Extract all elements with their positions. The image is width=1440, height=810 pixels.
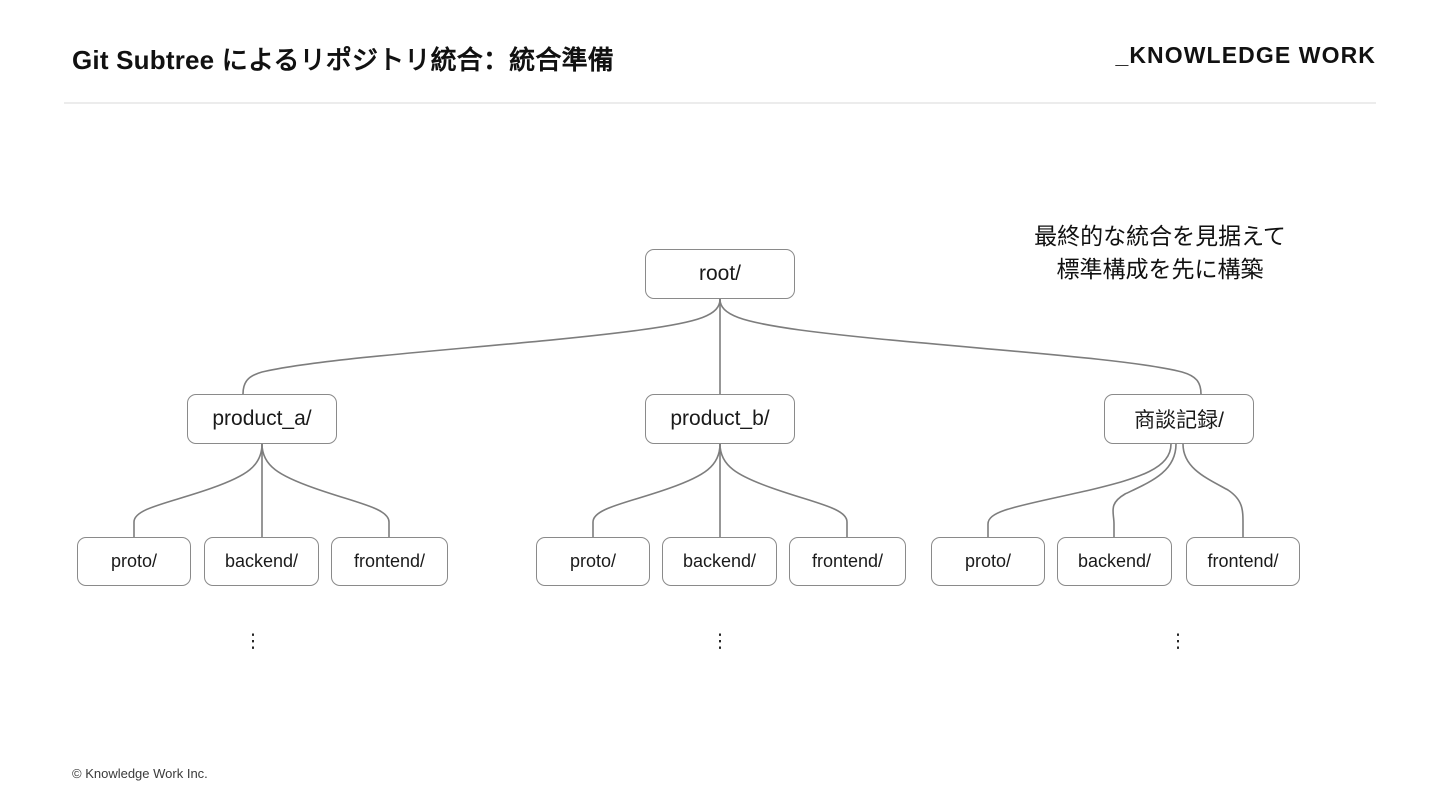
- tree-node-product-b-proto[interactable]: proto/: [536, 537, 650, 586]
- connector-shodan-to-frontend: [1182, 443, 1244, 538]
- tree-node-label: frontend/: [1207, 551, 1279, 571]
- annotation-note: 最終的な統合を見据えて 標準構成を先に構築: [960, 220, 1360, 285]
- tree-node-product-b[interactable]: product_b/: [645, 394, 795, 444]
- annotation-line-1: 最終的な統合を見据えて: [1034, 223, 1286, 249]
- tree-node-shodan-frontend[interactable]: frontend/: [1186, 537, 1300, 586]
- connector-shodan-to-backend: [1112, 443, 1177, 538]
- connector-product-a-to-frontend: [261, 443, 390, 538]
- tree-node-product-b-frontend[interactable]: frontend/: [789, 537, 906, 586]
- tree-node-product-a-frontend[interactable]: frontend/: [331, 537, 448, 586]
- connector-product-b-to-frontend: [719, 443, 848, 538]
- tree-node-label: frontend/: [811, 551, 884, 571]
- tree-node-label: 商談記録/: [1134, 409, 1224, 432]
- tree-node-label: backend/: [682, 551, 757, 571]
- connector-root-to-product-a: [242, 298, 721, 395]
- tree-node-label: product_b/: [670, 407, 770, 430]
- tree-node-label: backend/: [1077, 551, 1152, 571]
- tree-node-label: root/: [698, 262, 742, 285]
- tree-node-shodan-backend[interactable]: backend/: [1057, 537, 1172, 586]
- ellipsis-marker-shodan-kiroku: ⋮: [1168, 631, 1188, 652]
- tree-node-product-b-backend[interactable]: backend/: [662, 537, 777, 586]
- tree-node-product-a-proto[interactable]: proto/: [77, 537, 191, 586]
- ellipsis-marker-product-b: ⋮: [710, 631, 730, 652]
- connector-product-b-to-proto: [592, 443, 721, 538]
- annotation-line-2: 標準構成を先に構築: [1056, 255, 1264, 282]
- footer-copyright: © Knowledge Work Inc.: [72, 766, 208, 781]
- connector-product-a-to-proto: [133, 443, 263, 538]
- tree-node-label: backend/: [224, 551, 299, 571]
- tree-node-label: proto/: [110, 551, 158, 571]
- tree-node-label: frontend/: [353, 551, 426, 571]
- connector-shodan-to-proto: [987, 443, 1172, 538]
- tree-node-root[interactable]: root/: [645, 249, 795, 299]
- tree-node-product-a[interactable]: product_a/: [187, 394, 337, 444]
- brand-logo: _KNOWLEDGE WORK: [1115, 42, 1376, 68]
- tree-node-shodan-kiroku[interactable]: 商談記録/: [1104, 394, 1254, 444]
- tree-node-product-a-backend[interactable]: backend/: [204, 537, 319, 586]
- connector-root-to-shodan-kiroku: [719, 298, 1202, 395]
- tree-node-label: product_a/: [212, 407, 312, 430]
- tree-node-label: proto/: [964, 551, 1012, 571]
- slide-header: Git Subtree によるリポジトリ統合：統合準備 _KNOWLEDGE W…: [0, 0, 1440, 104]
- ellipsis-marker-product-a: ⋮: [243, 631, 263, 652]
- tree-node-label: proto/: [569, 551, 617, 571]
- page-title: Git Subtree によるリポジトリ統合：統合準備: [72, 45, 614, 75]
- tree-node-shodan-proto[interactable]: proto/: [931, 537, 1045, 586]
- header-divider: [64, 102, 1376, 104]
